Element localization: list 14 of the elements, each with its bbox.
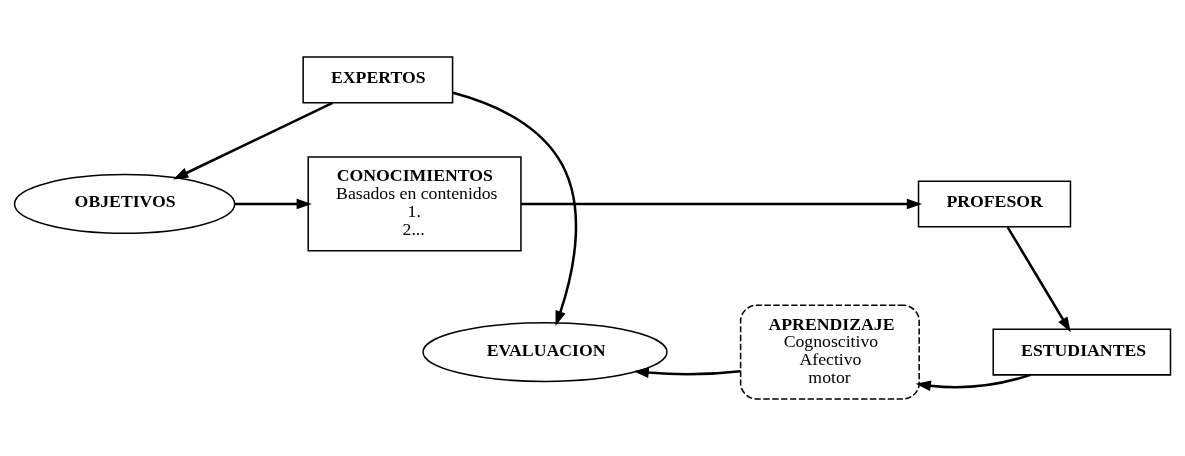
- node-box: ESTUDIANTES: [992, 328, 1172, 376]
- node-box: APRENDIZAJE Cognoscitivo Afectivo motor: [739, 304, 920, 400]
- arrow: [452, 91, 578, 327]
- arrow: [235, 198, 312, 210]
- arrow: [521, 198, 923, 210]
- arrow: [915, 373, 1031, 392]
- node-box: PROFESOR: [917, 180, 1072, 228]
- node-box: CONOCIMIENTOS Basados en contenidos 1. 2...: [307, 156, 522, 252]
- node-ellipse: EVALUACION: [422, 322, 668, 383]
- arrow: [173, 101, 334, 180]
- arrow: [1006, 226, 1071, 333]
- node-box: EXPERTOS: [302, 56, 454, 104]
- node-ellipse: OBJETIVOS: [13, 173, 236, 235]
- arrow: [633, 367, 741, 378]
